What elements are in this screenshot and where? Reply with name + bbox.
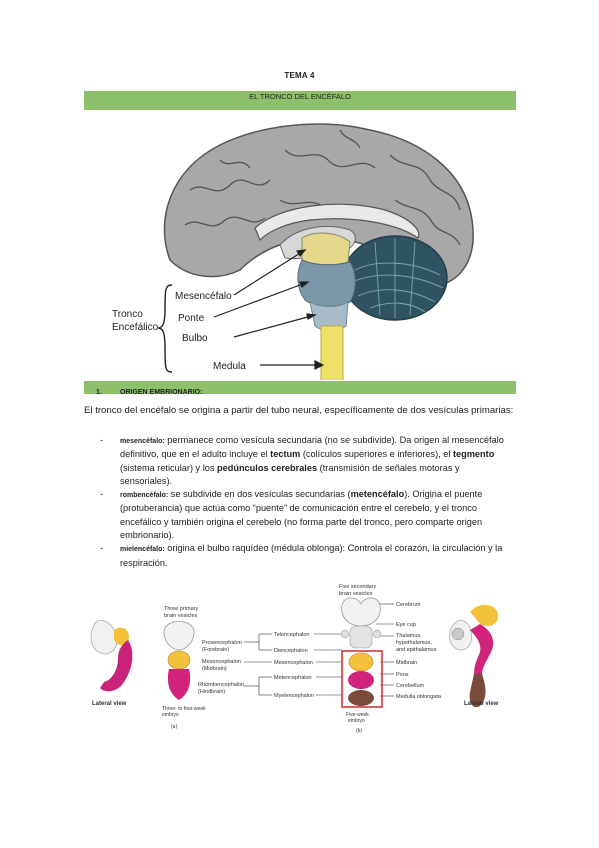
mesencephalon-shape (301, 232, 351, 266)
label-age-a-2: embryo (162, 712, 179, 718)
embryo-vesicles-figure: Lateral view Three primary brain vesicle… (84, 582, 524, 742)
label-lateral-view-right: Lateral view (464, 701, 499, 707)
label-telencephalon: Telencephalon (274, 632, 309, 638)
label-rhombencephalon: Rhombencephalon (198, 682, 244, 688)
label-myelencephalon: Myelencephalon (274, 693, 314, 699)
item-text: permanece como vesícula secundaria (no s… (120, 435, 504, 460)
label-bulbo: Bulbo (182, 333, 208, 344)
item-text: (transmisión de señales motoras y sensor… (120, 462, 460, 486)
label-lateral-view-left: Lateral view (92, 701, 127, 707)
list-item-mielencefalo: - mielencéfalo: origina el bulbo raquíde… (100, 543, 503, 568)
label-ponte: Ponte (178, 313, 205, 324)
vesicle-list: - mesencéfalo: permanece como vesícula s… (100, 434, 514, 570)
section-title: EL TRONCO DEL ENCÉFALO (249, 92, 351, 101)
item-text: (colículos superiores e inferiores), el (300, 449, 453, 460)
term-mielencefalo: mielencéfalo: (120, 546, 165, 554)
label-thalamus-1: Thalamus, (396, 633, 422, 639)
label-mesencefalo: Mesencéfalo (175, 291, 232, 302)
item-text: (sistema reticular) y los (120, 462, 217, 473)
label-five-secondary-2: brain vesicles (339, 591, 373, 597)
label-midbrain-b: Midbrain (396, 660, 417, 666)
label-encefalico: Encefálico (112, 322, 159, 333)
corpus-callosum (254, 203, 420, 242)
label-thalamus-2: hypothalamus, (396, 640, 432, 646)
section-1-intro: El tronco del encéfalo se origina a part… (84, 405, 514, 416)
label-metencephalon: Metencephalon (274, 675, 312, 681)
highlight-brainstem-box (341, 650, 383, 708)
label-forebrain: (Forebrain) (202, 647, 229, 653)
label-panel-a: (a) (171, 724, 177, 730)
label-pons: Pons (396, 672, 409, 678)
label-age-a-1: Three- to four-week (162, 706, 206, 712)
label-age-b-1: Five-week (346, 712, 369, 718)
lateral-embryo-left (90, 620, 133, 692)
pons-shape (297, 259, 356, 307)
label-eye-cup: Eye cup (396, 622, 416, 628)
label-hindbrain: (Hindbrain) (198, 689, 225, 695)
bold-term: tectum (270, 449, 301, 460)
label-diencephalon: Diencephalon (274, 648, 308, 654)
label-medula: Medula (213, 361, 246, 372)
cerebellum-shape (342, 235, 448, 321)
label-tronco: Tronco (112, 309, 143, 320)
term-rombencefalo: rombencéfalo: (120, 492, 169, 500)
bold-term: metencéfalo (350, 489, 405, 500)
bold-term: tegmento (452, 449, 495, 460)
brain-figure: Mesencéfalo Ponte Bulbo Medula Tronco En… (110, 110, 490, 380)
label-age-b-2: embryo (348, 718, 365, 724)
label-panel-b: (b) (356, 728, 362, 734)
label-three-primary-1: Three primary (164, 606, 198, 612)
section-1-number: 1. (96, 389, 102, 396)
primary-vesicles (163, 621, 195, 700)
term-mesencefalo: mesencéfalo: (120, 438, 165, 445)
connector-lines (244, 603, 394, 697)
list-item-mesencefalo: - mesencéfalo: permanece como vesícula s… (100, 435, 504, 486)
secondary-vesicles (340, 597, 382, 706)
label-three-primary-2: brain vesicles (164, 613, 198, 619)
label-prosencephalon: Prosencephalon (202, 640, 242, 646)
item-text: origina el bulbo raquídeo (médula oblong… (120, 543, 503, 568)
topic-heading: TEMA 4 (284, 71, 315, 80)
section-1-title: ORIGEN EMBRIONARIO: (120, 389, 203, 396)
lateral-embryo-right (449, 604, 498, 708)
item-text: se subdivide en dos vesículas secundaria… (168, 489, 351, 500)
label-midbrain-a: (Midbrain) (202, 666, 227, 672)
bold-term: pedúnculos cerebrales (217, 462, 318, 473)
label-cerebellum: Cerebellum (396, 683, 425, 689)
label-five-secondary-1: Five secondary (339, 584, 377, 590)
brace-tronco (157, 284, 173, 373)
label-mesencephalon-b: Mesencephalon (274, 660, 313, 666)
label-mesencephalon-a: Mesencephalon (202, 659, 241, 665)
label-thalamus-3: and epithalamus (396, 647, 437, 653)
list-item-rombencefalo: - rombencéfalo: se subdivide en dos vesí… (100, 489, 483, 541)
section-title-band: EL TRONCO DEL ENCÉFALO (84, 91, 516, 110)
item-text: ). Origina el puente (protuberancia) que… (120, 489, 483, 541)
label-cerebrum: Cerebrum (396, 602, 421, 608)
section-1-band: 1. ORIGEN EMBRIONARIO: (84, 381, 516, 396)
spinal-cord-shape (320, 325, 344, 380)
label-medulla-oblongata: Medulla oblongata (396, 694, 442, 700)
medulla-oblongata-shape (309, 301, 349, 331)
